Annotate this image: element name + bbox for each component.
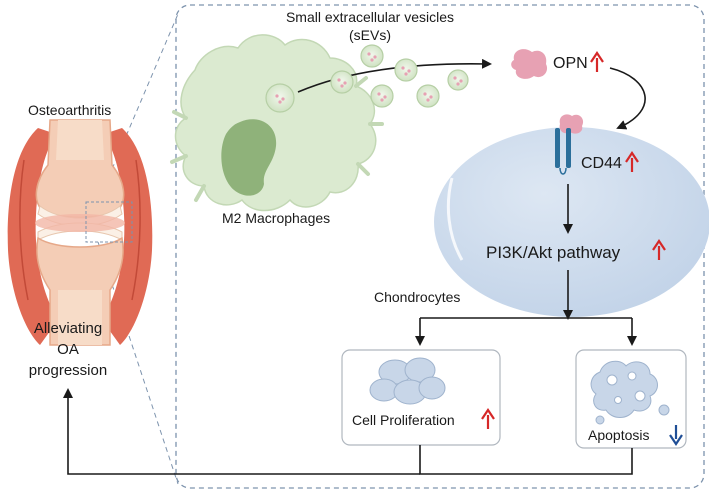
vesicle-4 bbox=[370, 84, 394, 108]
vesicle-cargo-dot bbox=[459, 79, 463, 83]
m2-macrophage bbox=[170, 34, 384, 212]
vesicle-cargo-dot bbox=[404, 72, 408, 76]
cd44-label: CD44 bbox=[581, 155, 622, 172]
feedback-arrow bbox=[419, 445, 633, 475]
vesicles-label-line2: (sEVs) bbox=[349, 27, 391, 43]
proliferation-label: Cell Proliferation bbox=[352, 412, 455, 428]
vesicles-label-line1: Small extracellular vesicles bbox=[285, 9, 455, 25]
sev-transport-arrow bbox=[297, 58, 492, 93]
proliferation-up-arrow bbox=[481, 408, 495, 429]
outcome-text: Alleviating OA progression bbox=[12, 318, 124, 381]
vesicle-cargo-dot bbox=[456, 82, 460, 86]
vesicle-1 bbox=[265, 83, 295, 113]
apoptotic-cell-icon bbox=[590, 360, 670, 425]
proliferating-cells-icon bbox=[369, 357, 446, 405]
osteoarthritis-title: Osteoarthritis bbox=[28, 102, 112, 118]
chondrocytes-label: Chondrocytes bbox=[374, 289, 461, 305]
vesicles-label: Small extracellular vesicles (sEVs) bbox=[270, 8, 470, 44]
vesicle-cargo-dot bbox=[337, 78, 341, 82]
knee-joint-illustration bbox=[7, 119, 153, 346]
vesicle-cargo-dot bbox=[373, 55, 377, 59]
cd44-up-arrow bbox=[625, 151, 639, 172]
vesicle-7 bbox=[447, 69, 469, 91]
apoptosis-down-arrow bbox=[669, 425, 683, 446]
opn-up-arrow bbox=[590, 51, 604, 72]
vesicle-cargo-dot bbox=[380, 98, 384, 102]
vesicle-6 bbox=[416, 84, 440, 108]
vesicle-cargo-dot bbox=[343, 81, 347, 85]
vesicle-cargo-dot bbox=[281, 97, 285, 101]
vesicle-cargo-dot bbox=[275, 94, 279, 98]
vesicles bbox=[265, 44, 469, 113]
outcome-line-2: OA bbox=[57, 341, 79, 358]
zoom-line-bottom bbox=[97, 241, 179, 485]
pathway-label: PI3K/Akt pathway bbox=[486, 243, 621, 262]
vesicle-3 bbox=[360, 44, 384, 68]
vesicle-cargo-dot bbox=[426, 98, 430, 102]
cd44-receptor-icon bbox=[555, 114, 584, 175]
outcome-line-3: progression bbox=[28, 362, 108, 379]
vesicle-5 bbox=[394, 58, 418, 82]
vesicle-cargo-dot bbox=[453, 76, 457, 80]
opn-label: OPN bbox=[553, 55, 588, 72]
pathway-up-arrow bbox=[652, 239, 666, 260]
feedback-to-outcome-arrow bbox=[63, 388, 420, 475]
vesicle-cargo-dot bbox=[377, 92, 381, 96]
vesicle-cargo-dot bbox=[367, 52, 371, 56]
vesicle-cargo-dot bbox=[407, 69, 411, 73]
vesicle-cargo-dot bbox=[429, 95, 433, 99]
vesicle-cargo-dot bbox=[278, 100, 282, 104]
chondrocyte-cell bbox=[434, 127, 709, 317]
vesicle-cargo-dot bbox=[423, 92, 427, 96]
macrophage-nucleus bbox=[221, 119, 277, 196]
vesicle-cargo-dot bbox=[340, 84, 344, 88]
apoptosis-label: Apoptosis bbox=[588, 427, 650, 443]
macrophage-label: M2 Macrophages bbox=[222, 210, 331, 226]
opn-to-cd44-arrow bbox=[609, 67, 646, 130]
vesicle-cargo-dot bbox=[383, 95, 387, 99]
vesicle-2 bbox=[330, 70, 354, 94]
vesicle-cargo-dot bbox=[370, 58, 374, 62]
vesicle-cargo-dot bbox=[401, 66, 405, 70]
outcome-line-1: Alleviating bbox=[33, 320, 103, 337]
zoom-line-top bbox=[97, 13, 179, 203]
opn-protein-icon bbox=[511, 49, 548, 79]
